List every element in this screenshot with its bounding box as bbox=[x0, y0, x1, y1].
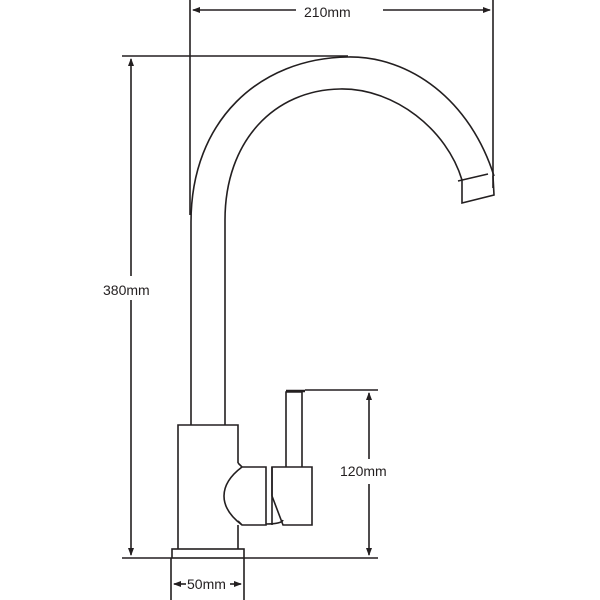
lever-height-dimension bbox=[244, 389, 378, 559]
valve-cartridge bbox=[223, 462, 267, 526]
swan-neck-spout-inner bbox=[224, 88, 463, 425]
spout-reach-label: 210mm bbox=[300, 4, 355, 20]
valve-cartridge-arc bbox=[265, 519, 284, 525]
lever-height-label: 120mm bbox=[340, 461, 387, 481]
spout-outlet bbox=[457, 173, 495, 205]
height-dimension bbox=[122, 55, 348, 559]
swan-neck-spout-outer bbox=[190, 56, 495, 425]
tap-body bbox=[177, 424, 239, 549]
lever-handle-head bbox=[271, 466, 313, 526]
base-plate bbox=[171, 548, 245, 559]
width-dimension bbox=[189, 0, 494, 215]
lever-handle-stalk bbox=[285, 391, 303, 467]
base-width-label: 50mm bbox=[186, 576, 227, 592]
tap-outline bbox=[171, 56, 495, 559]
base-width-dimension bbox=[170, 558, 245, 600]
overall-height-label: 380mm bbox=[103, 280, 150, 300]
